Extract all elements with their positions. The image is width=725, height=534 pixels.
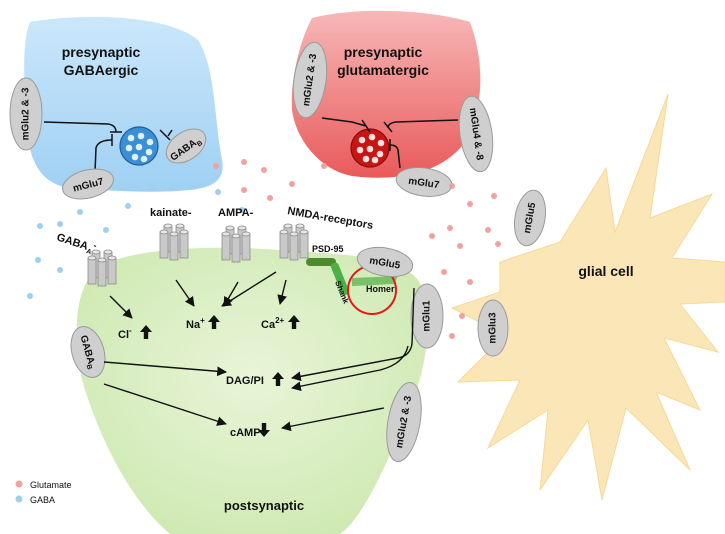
gaba-molecules [27,183,245,299]
svg-text:Na+: Na+ [186,316,205,331]
gaba-terminal-inhibition-lines [43,121,173,173]
legend-glutamate-label: Glutamate [30,480,72,490]
legend-gaba-swatch [15,495,23,503]
glia-mglu5-receptor: mGlu5 [513,189,547,247]
glutamatergic-title-line1: presynaptic [344,44,423,60]
post-mglu2-3-receptor: mGlu2 & -3 [386,382,422,462]
gaba-a-receptor-channel [88,250,116,286]
glu-pre-mglu7-receptor: mGlu7 [395,167,453,197]
glutamatergic-title-line2: glutamatergic [337,62,429,78]
glutamate-vesicle-cluster [350,128,390,168]
glut-terminal-inhibition-lines [321,117,459,169]
shank-scaffold [330,262,350,296]
postsynaptic-neuron-body [76,247,428,534]
post-mglu1-label: mGlu1 [422,300,433,332]
kainate-receptor-channel [160,224,188,260]
kainate-label: kainate- [150,207,192,219]
cl-sup: - [129,326,132,335]
gaba-a-sup: - [92,240,98,250]
post-gabab-receptor: GABAB [70,326,106,378]
svg-text:Ca2+: Ca2+ [261,316,285,331]
gaba-pre-gabab-receptor: GABAB [165,128,207,164]
ampa-receptor-channel [222,226,250,262]
glial-cell-title: glial cell [578,263,633,279]
gabaergic-title-line2: GABAergic [64,62,139,78]
homer-scaffold [352,276,398,286]
post-mglu1-receptor: mGlu1 [410,283,444,349]
na-sup: + [200,316,205,325]
glu-pre-mglu7-label: mGlu7 [408,176,441,191]
psd95-label: PSD-95 [312,244,344,254]
post-gabab-sub: B [85,364,93,371]
legend: Glutamate GABA [15,480,72,505]
gaba-pre-gabab-sub: B [196,140,204,149]
legend-glutamate-swatch [15,480,23,488]
camp-label: cAMP [230,427,261,439]
legend-gaba-label: GABA [30,495,55,505]
gaba-pre-mglu2-3-receptor: mGlu2 & -3 [9,77,43,151]
glia-mglu3-label: mGlu3 [488,312,499,344]
homer-label: Homer [366,284,395,294]
glia-mglu5-label: mGlu5 [522,201,538,234]
svg-text:Cl-: Cl- [118,326,132,341]
ca-label: Ca [261,319,276,331]
glial-cell-body [450,93,725,501]
gaba-a-sub: A [85,248,92,256]
dag-pi-label: DAG/PI [226,375,264,387]
glutamate-molecules [213,159,501,339]
gaba-vesicle-cluster [119,126,159,166]
gaba-pre-mglu2-3-label: mGlu2 & -3 [21,87,32,140]
signaling-arrows [103,271,415,432]
cl-label: Cl [118,329,129,341]
postsynaptic-title: postsynaptic [224,498,304,513]
nmda-receptor-channel [280,224,308,260]
glu-pre-mglu4-8-receptor: mGlu4 & -8 [458,95,494,173]
glu-pre-mglu2-3-receptor: mGlu2 & -3 [292,41,328,119]
na-label: Na [186,319,201,331]
gabaergic-title-line1: presynaptic [62,44,141,60]
ampa-label: AMPA- [218,207,254,219]
gaba-pre-mglu7-receptor: mGlu7 [62,168,114,200]
ca-sup: 2+ [275,316,284,325]
gaba-a-label: GABA [55,231,90,252]
glutamatergic-terminal [291,10,481,178]
psd95-scaffold [306,258,336,266]
post-mglu5-label: mGlu5 [368,255,401,271]
glia-mglu3-receptor: mGlu3 [477,299,509,357]
post-mglu5-receptor: mGlu5 [356,246,414,278]
